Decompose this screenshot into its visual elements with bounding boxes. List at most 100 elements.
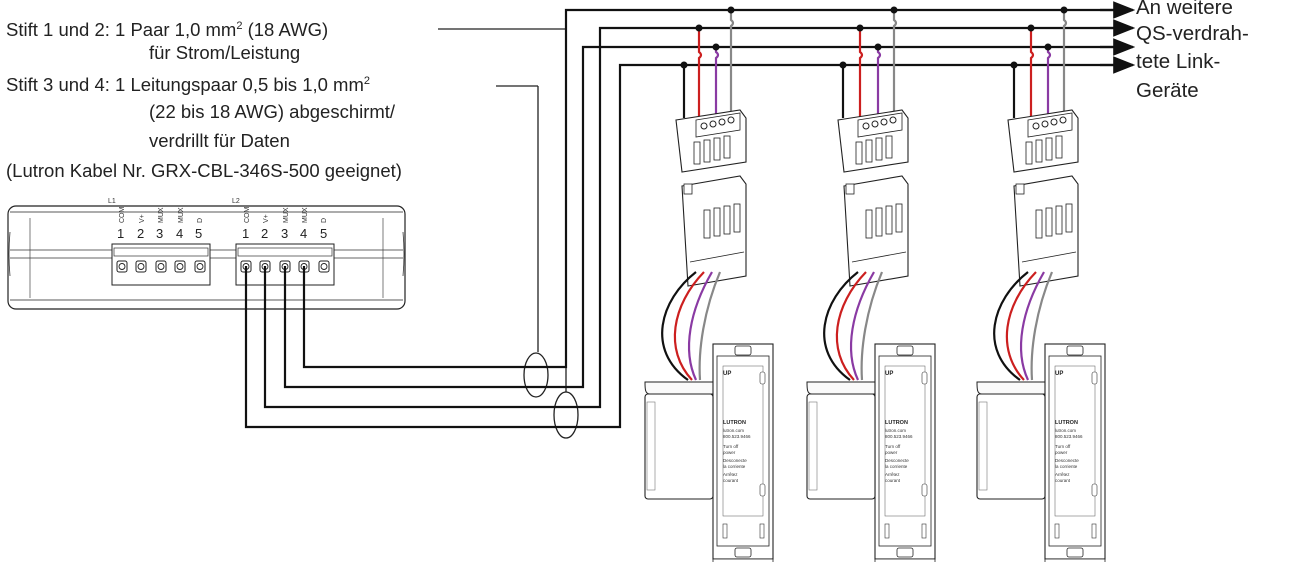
spec-line1-suffix: (18 AWG) [242,19,328,40]
loop-black [993,271,1029,381]
junction-dots [680,6,735,69]
pin-number: 1 [242,226,249,241]
terminal-block-l1 [111,243,211,286]
destination-label-4: Geräte [1136,79,1199,102]
controller-unit: L1 L2 COM V+ MUX MUX D COM V+ MUX MUX D … [7,198,406,310]
pin-number: 5 [320,226,327,241]
spec-line3-text: 1 Leitungspaar 0,5 bis 1,0 mm [115,74,364,95]
brand-label: LUTRON [723,420,746,426]
pin-number: 5 [195,226,202,241]
destination-label-1: An weitere [1136,0,1233,19]
keypad-1 [661,6,747,381]
pin-label-d: D [197,218,204,223]
pin-label-d: D [321,218,328,223]
spec-line1-prefix: Stift 1 und 2: [6,19,110,40]
brand-label: LUTRON [1055,420,1078,426]
site-label: lutron.com [723,428,744,433]
drop-purple [876,47,882,118]
destination-label-2: QS-verdrah- [1136,22,1249,45]
spec-line-3: Stift 3 und 4: 1 Leitungspaar 0,5 bis 1,… [6,74,370,95]
keypad-3 [993,6,1079,381]
bus-wire-mux-bar [302,8,1125,369]
pin-label-com: COM [244,207,251,224]
up-label: UP [1055,371,1063,377]
destination-label-3: tete Link- [1136,50,1220,73]
pin-number: 1 [117,226,124,241]
bus-wires [244,8,1125,429]
warning-line: Desconecte [1055,458,1079,463]
phone-label: 800.523.9466 [1055,434,1083,439]
spec-line-5: verdrillt für Daten [149,130,290,151]
warning-line: courant [1055,478,1071,483]
bus-arrows [1100,1,1136,74]
phone-label: 800.523.9466 [885,434,913,439]
loop-black [661,271,697,381]
pin-label-mux: MUX [158,207,165,223]
bus-wire-com [244,63,1125,429]
warning-line: Desconecte [723,458,747,463]
site-label: lutron.com [885,428,906,433]
power-pair-marker [553,391,579,439]
pin-label-mux-bar: MUX [178,207,185,223]
pin-label-com: COM [119,207,126,224]
spec-line3-sup: 2 [364,75,370,87]
pin-number: 4 [300,226,307,241]
pin-number: 2 [137,226,144,241]
warning-line: Arrêtez [1055,472,1070,477]
drop-purple [1046,47,1052,118]
spec-line-4: (22 bis 18 AWG) abgeschirmt/ [149,101,396,122]
warning-line: Turn off [885,444,901,449]
loop-red [1005,271,1037,381]
brand-label: LUTRON [885,420,908,426]
warning-line: Arrêtez [723,472,738,477]
loop-red [673,271,705,381]
loop-red [835,271,867,381]
keypad-device-2: UP LUTRON lutron.com 800.523.9466 Turn o… [806,343,936,562]
bus-wire-mux [283,45,1125,389]
pin-number: 3 [281,226,288,241]
up-label: UP [723,371,731,377]
warning-line: power [885,450,898,455]
keypad-2 [823,6,909,381]
group-label-l1: L1 [108,198,116,205]
warning-line: la corriente [723,464,746,469]
junction-dots [1010,6,1068,69]
keypad-device-1: UP LUTRON lutron.com 800.523.9466 Turn o… [644,343,774,562]
plug-connector [837,109,909,173]
loop-black [823,271,859,381]
keypad-device-3: UP LUTRON lutron.com 800.523.9466 Turn o… [976,343,1106,562]
drop-purple [714,47,720,118]
plug-connector [1007,109,1079,173]
spec-line-1: Stift 1 und 2: 1 Paar 1,0 mm2 (18 AWG) [6,19,328,40]
loop-purple [1019,271,1045,381]
phone-label: 800.523.9466 [723,434,751,439]
data-pair-marker [523,352,549,398]
site-label: lutron.com [1055,428,1076,433]
warning-line: Turn off [723,444,739,449]
drop-gray [892,10,898,118]
socket-connector [1013,175,1079,287]
pin-labels-l1: COM V+ MUX MUX D [119,207,204,224]
drop-gray [1062,10,1068,118]
drop-red [1029,28,1035,118]
leader-to-power-pair [500,28,567,392]
junction-dots [839,6,898,69]
drop-gray [729,10,735,118]
warning-line: la corriente [1055,464,1078,469]
pin-number: 2 [261,226,268,241]
loop-gray [698,271,722,381]
bus-wire-vplus [263,26,1125,409]
spec-line-6: (Lutron Kabel Nr. GRX-CBL-346S-500 geeig… [6,160,402,181]
loop-gray [1030,271,1054,381]
up-label: UP [885,371,893,377]
warning-line: courant [723,478,739,483]
pin-label-mux-bar: MUX [302,207,309,223]
socket-connector [681,175,747,287]
warning-line: Turn off [1055,444,1071,449]
pin-number: 3 [156,226,163,241]
loop-purple [849,271,875,381]
spec-line-2: für Strom/Leistung [149,42,300,63]
warning-line: power [1055,450,1068,455]
pin-number: 4 [176,226,183,241]
